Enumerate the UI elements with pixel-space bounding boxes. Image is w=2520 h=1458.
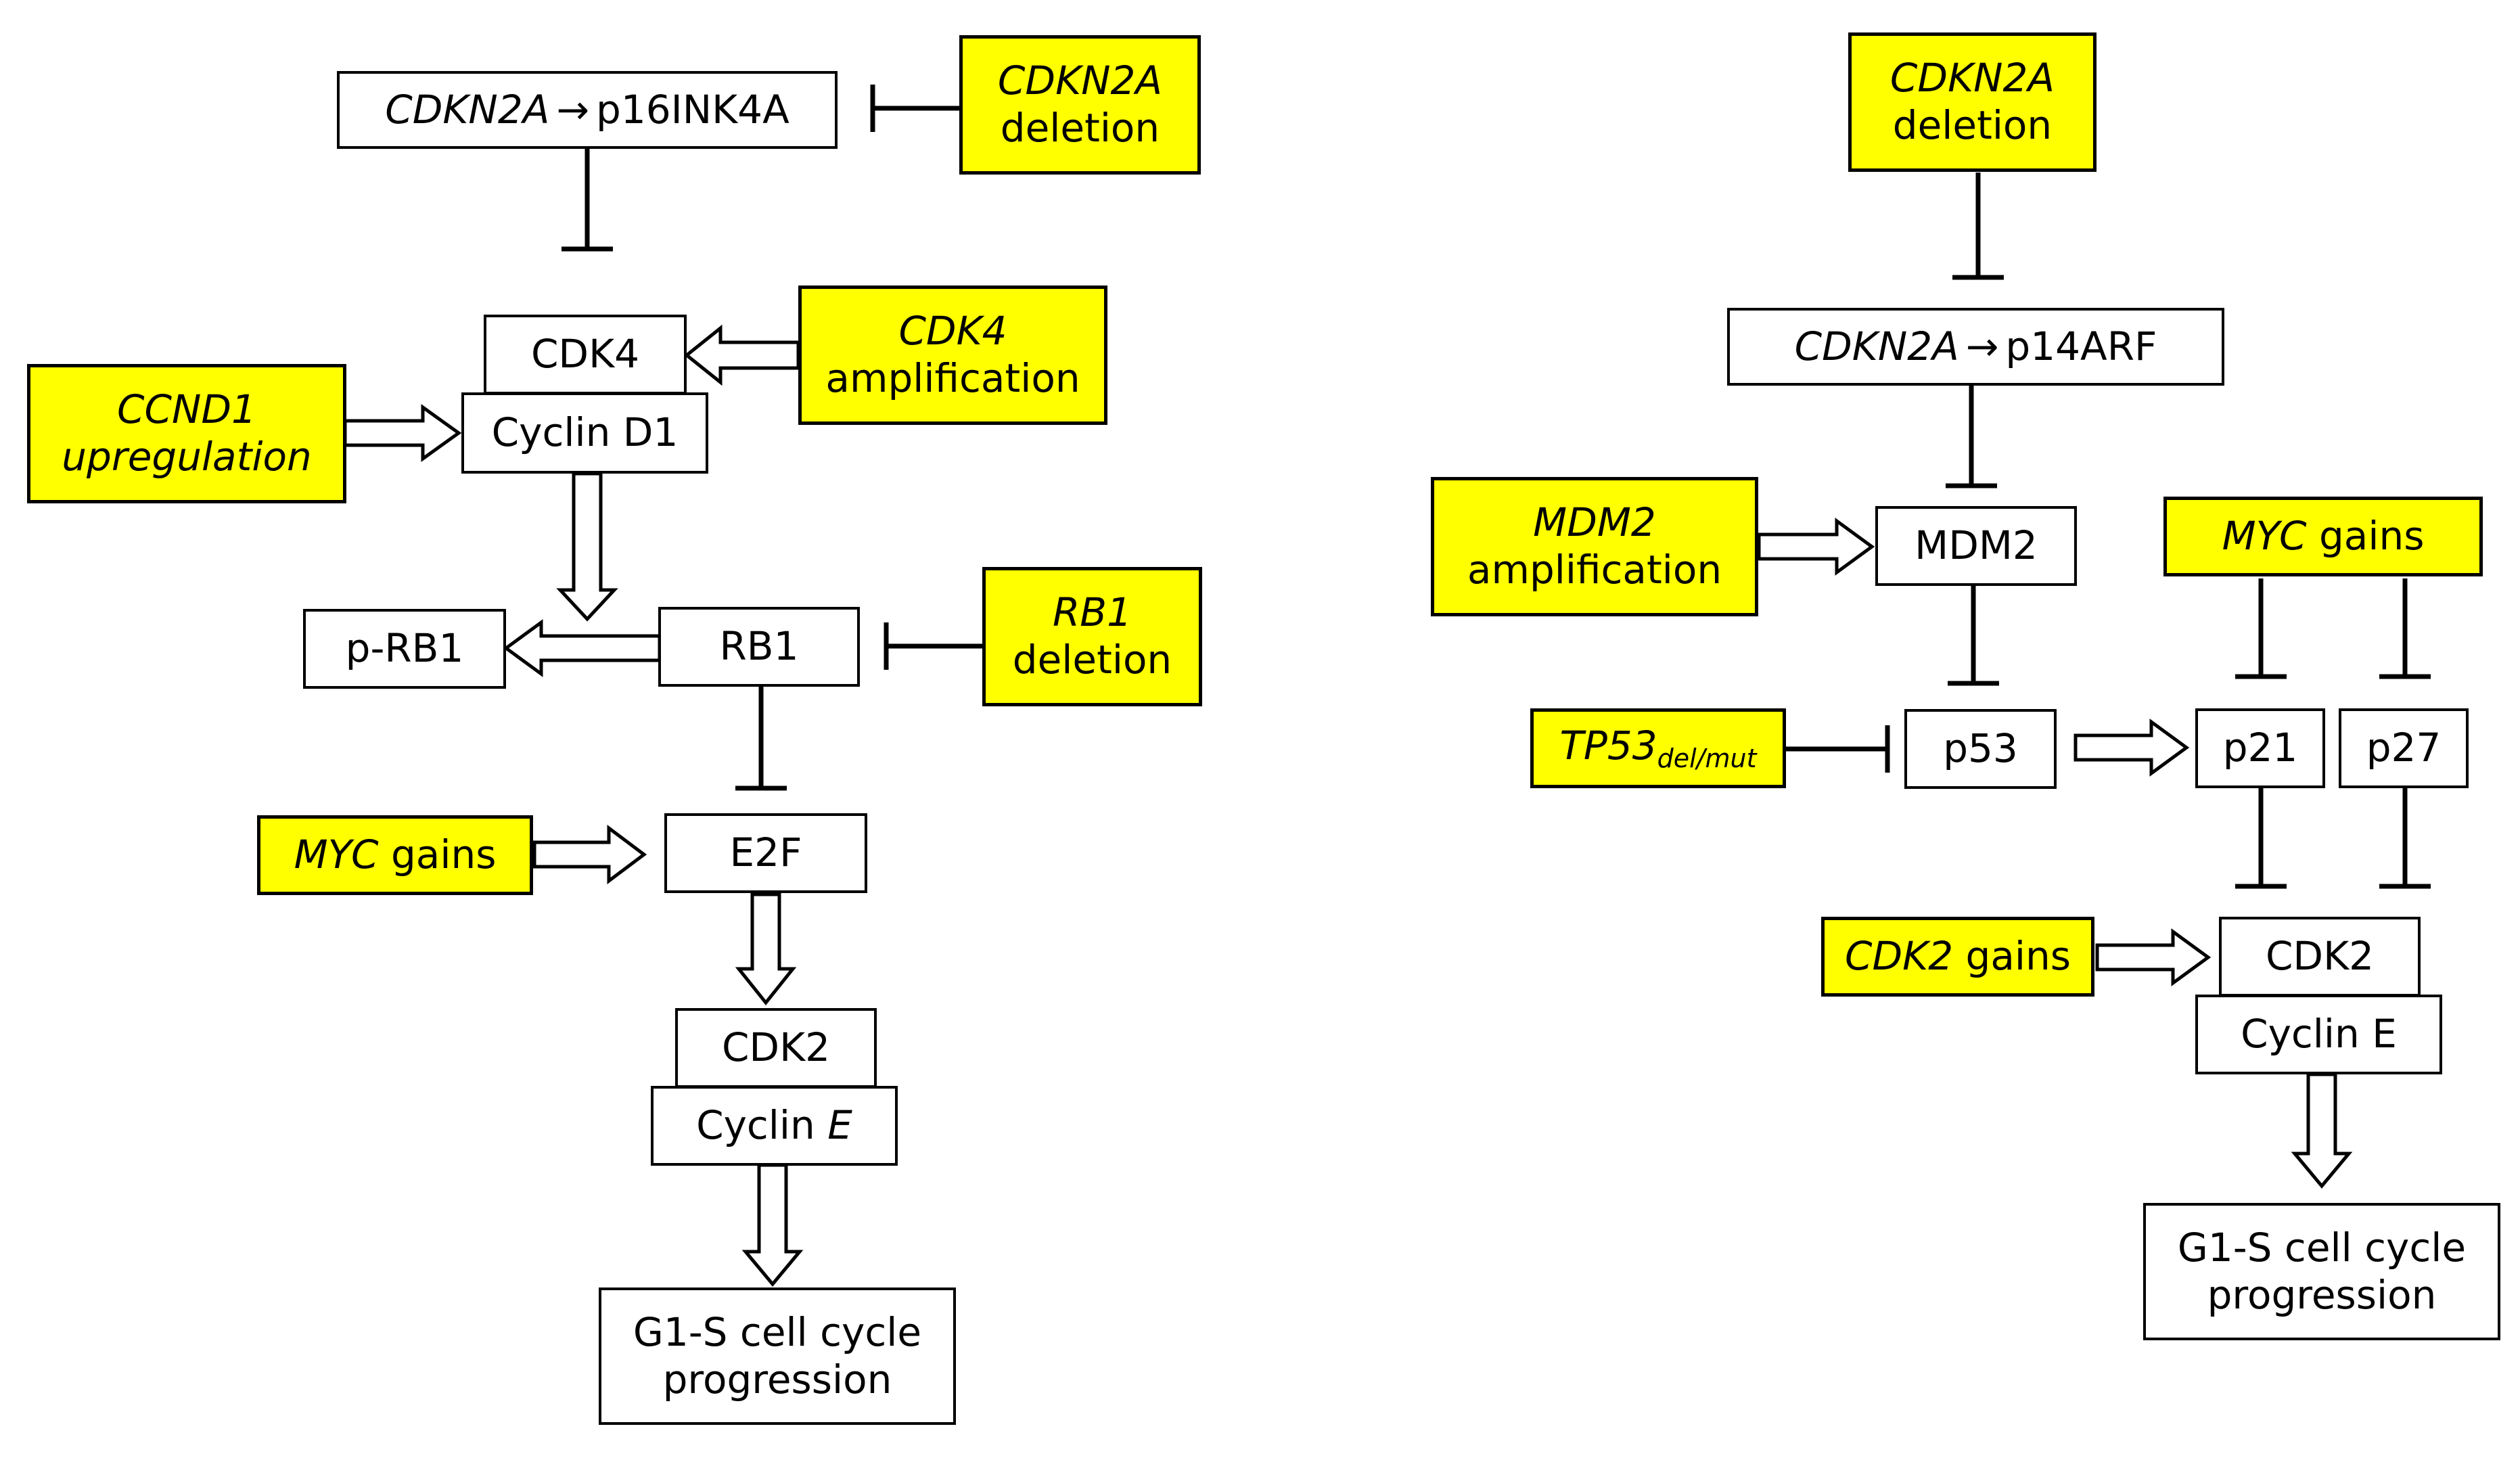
cdkn2a-deletion-gene-right: CDKN2A [1889, 55, 2055, 101]
inhibit-p16-cdk4 [562, 149, 613, 252]
rb1-deletion-text: deletion [1012, 637, 1172, 683]
cdk2-gains-text: gains [1953, 933, 2071, 980]
progression-line1-right: G1-S cell cycle [2177, 1224, 2467, 1271]
cyclin-e-label-right: Cyclin E [2241, 1011, 2397, 1057]
e2f-box: E2F [664, 813, 867, 893]
cdk4-box: CDK4 [484, 315, 687, 394]
p21-label: p21 [2222, 725, 2298, 771]
inhibit-myc-p27 [2379, 578, 2431, 679]
cdk2-label-left: CDK2 [721, 1024, 831, 1071]
cdkn2a-deletion-gene: CDKN2A [997, 58, 1163, 104]
cdkn2a-gene-label-right: CDKN2A [1794, 323, 1959, 369]
arrow-cycline-progression [741, 1163, 804, 1287]
p21-box: p21 [2195, 708, 2325, 788]
e2f-label: E2F [729, 829, 802, 876]
cdk2-label-right: CDK2 [2265, 933, 2375, 980]
arrow-cycline-progression-right [2291, 1072, 2353, 1189]
p53-label: p53 [1943, 725, 2018, 772]
inhibit-mdm2-p53 [1948, 585, 1999, 686]
cdkn2a-deletion-text-right: deletion [1892, 102, 2053, 148]
arrow-myc-e2f [532, 825, 647, 884]
progression-line2-right: progression [2207, 1271, 2437, 1318]
p-rb1-box: p-RB1 [303, 609, 506, 689]
cdkn2a-deletion-text: deletion [1000, 105, 1160, 151]
cdkn2a-p16-box: CDKN2A→p16INK4A [337, 71, 838, 149]
inhibit-myc-p21 [2235, 578, 2287, 679]
arrow-cdk4amp-cdk4 [683, 324, 800, 386]
ccnd1-text: upregulation [62, 434, 312, 480]
mdm2-box: MDM2 [1875, 506, 2077, 586]
cyclin-e-box-right: Cyclin E [2195, 995, 2442, 1074]
myc-gains-box-right: MYC gains [2163, 497, 2483, 576]
cyclin-d1-box: Cyclin D1 [461, 392, 708, 474]
progression-line2-left: progression [662, 1356, 892, 1403]
inhibit-rb1-e2f [735, 683, 787, 791]
cdkn2a-p14-box: CDKN2A→p14ARF [1727, 308, 2224, 386]
rb1-deletion-gene: RB1 [1053, 589, 1132, 636]
myc-gene-right: MYC [2222, 513, 2307, 560]
progression-line1-left: G1-S cell cycle [633, 1308, 922, 1355]
p27-box: p27 [2339, 708, 2469, 788]
arrow-ccnd1-cyclind1 [343, 404, 462, 462]
arrow-cdk2gains-cdk2 [2095, 928, 2212, 986]
cdk2-gains-gene: CDK2 [1845, 933, 1954, 980]
myc-gene-left: MYC [294, 831, 379, 878]
cyclin-e-italic: E [827, 1102, 852, 1149]
myc-gains-text-right: gains [2306, 513, 2425, 560]
arrow-cyclind1-prb1 [556, 472, 618, 622]
rb1-label: RB1 [719, 623, 799, 670]
cyclin-e-box-left: Cyclin E [651, 1086, 898, 1166]
cyclin-e-prefix: Cyclin [696, 1102, 828, 1149]
p53-box: p53 [1904, 709, 2057, 789]
arrow-p53-p21 [2074, 719, 2190, 777]
tp53-subscript: del/mut [1657, 743, 1757, 773]
p-rb1-label: p-RB1 [345, 625, 464, 672]
tp53-box: TP53del/mut [1530, 708, 1786, 788]
inhibit-deletion-p16 [870, 85, 959, 132]
p16-label: p16INK4A [596, 86, 789, 133]
inhibit-deletion-rb1 [884, 622, 984, 670]
cyclin-d1-label: Cyclin D1 [491, 409, 679, 456]
myc-gains-text-left: gains [378, 831, 497, 878]
tp53-gene: TP53 [1559, 722, 1657, 769]
mdm2-label: MDM2 [1915, 522, 2038, 569]
inhibit-deletion-p14 [1952, 173, 2004, 280]
arrow-rb1-prb1 [503, 619, 662, 677]
cdk2-box-right: CDK2 [2219, 917, 2421, 997]
arrow-mdm2amp-mdm2 [1757, 518, 1875, 576]
inhibit-p21-cdk2 [2235, 788, 2287, 889]
inhibit-tp53-p53 [1786, 725, 1890, 773]
cdk4-amp-gene: CDK4 [898, 308, 1007, 355]
p14-label: p14ARF [2005, 323, 2157, 369]
cdk4-label: CDK4 [530, 331, 640, 378]
cdkn2a-gene-label: CDKN2A [385, 86, 550, 133]
arrow-glyph-right: → [1965, 323, 1999, 369]
cdk2-gains-box: CDK2 gains [1821, 917, 2094, 997]
cdk4-amp-text: amplification [825, 355, 1080, 401]
myc-gains-box-left: MYC gains [257, 815, 533, 895]
inhibit-p27-cdk2 [2379, 788, 2431, 889]
p27-label: p27 [2366, 725, 2442, 771]
mdm2-amp-gene: MDM2 [1533, 499, 1656, 546]
rb1-box: RB1 [658, 607, 860, 687]
mdm2-amp-text: amplification [1467, 547, 1722, 593]
inhibit-p14-mdm2 [1946, 386, 1997, 488]
arrow-glyph: → [556, 86, 590, 133]
ccnd1-gene: CCND1 [117, 386, 256, 433]
cdk2-box-left: CDK2 [675, 1008, 877, 1088]
arrow-e2f-cdk2 [735, 892, 797, 1006]
